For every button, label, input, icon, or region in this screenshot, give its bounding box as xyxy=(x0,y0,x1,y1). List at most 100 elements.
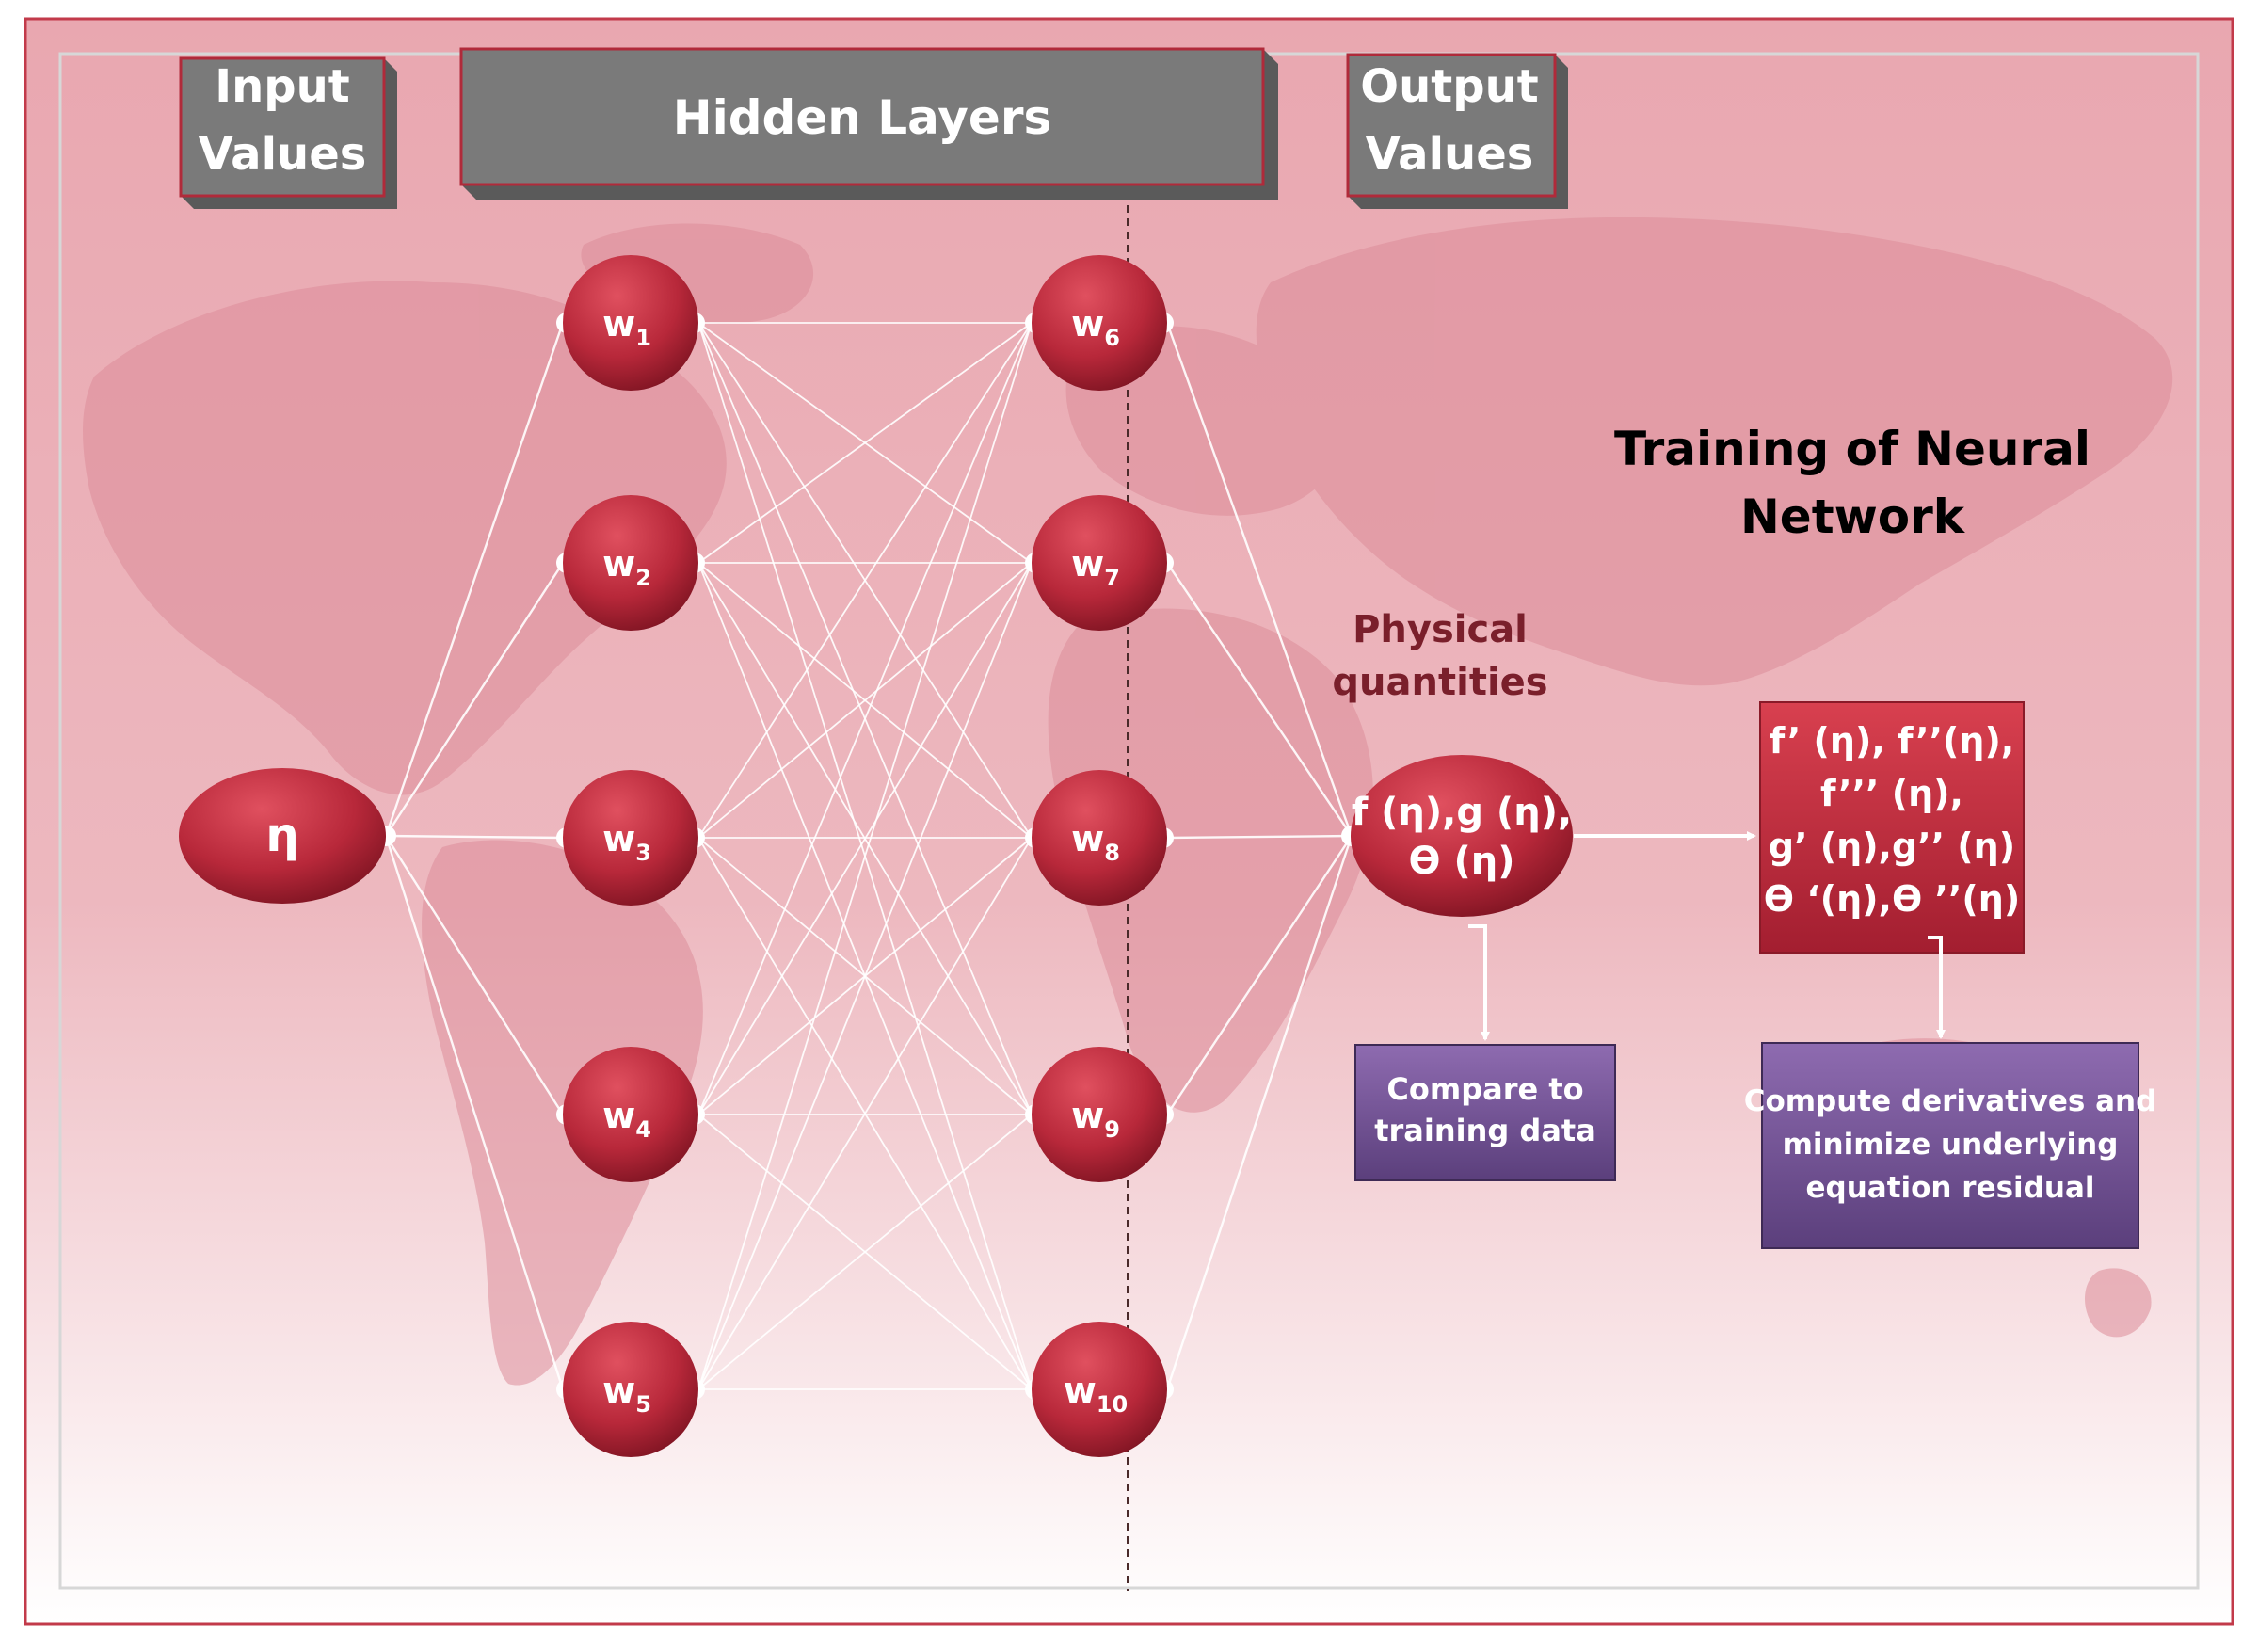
connection-w5-to-w7 xyxy=(697,562,1033,1390)
connection-w2-to-w6 xyxy=(697,322,1033,564)
hidden-node-letter: w xyxy=(1071,1095,1104,1136)
connection-w9-to-output xyxy=(1165,835,1353,1115)
header-input-line1: Input xyxy=(215,60,350,113)
header-output-line1: Output xyxy=(1360,60,1538,113)
connection-w4-to-w6 xyxy=(697,322,1033,1115)
connection-w6-to-output xyxy=(1165,322,1353,837)
hidden-node-label: w2 xyxy=(602,543,651,591)
connection-w3-to-w7 xyxy=(697,562,1033,839)
derivatives-line2: f’’’ (η), xyxy=(1820,773,1963,814)
connection-w10-to-output xyxy=(1165,835,1353,1390)
hidden-node-subscript: 9 xyxy=(1104,1116,1120,1143)
hidden-node-label: w9 xyxy=(1071,1095,1120,1143)
derivatives-box: f’ (η), f’’(η), f’’’ (η), g’ (η),g’’ (η)… xyxy=(1759,701,2025,954)
hidden-node-circle xyxy=(563,255,698,391)
hidden-node-letter: w xyxy=(602,1370,635,1411)
world-map-background xyxy=(83,217,2173,1386)
hidden-node-subscript: 1 xyxy=(635,325,651,351)
derivatives-line4: ϴ ‘(η),ϴ ’’(η) xyxy=(1764,878,2020,920)
compare-box: Compare to training data xyxy=(1354,1044,1616,1181)
hidden-node-letter: w xyxy=(602,818,635,859)
connection-w5-to-w8 xyxy=(697,837,1033,1390)
hidden-node-w9: w9 xyxy=(1032,1047,1167,1182)
training-title-line1: Training of Neural xyxy=(1614,422,2090,476)
connection-w4-to-w7 xyxy=(697,562,1033,1115)
hidden-node-circle xyxy=(563,1047,698,1182)
hidden-node-w2: w2 xyxy=(563,495,698,631)
hidden-node-subscript: 4 xyxy=(635,1116,651,1143)
header-input-values: Input Values xyxy=(179,56,397,209)
compute-line1: Compute derivatives and xyxy=(1744,1084,2157,1118)
hidden-node-w7: w7 xyxy=(1032,495,1167,631)
hidden-node-subscript: 5 xyxy=(635,1391,651,1418)
hidden-node-label: w3 xyxy=(602,818,651,866)
hidden-node-circle xyxy=(563,495,698,631)
hidden-node-circle xyxy=(563,1322,698,1457)
connection-input-to-w4 xyxy=(384,835,565,1115)
derivatives-line1: f’ (η), f’’(η), xyxy=(1770,720,2015,762)
header-hidden-layers: Hidden Layers xyxy=(459,47,1278,200)
hidden-node-subscript: 8 xyxy=(1104,840,1120,866)
connection-w5-to-w9 xyxy=(697,1114,1033,1390)
connection-w5-to-w6 xyxy=(697,322,1033,1390)
hidden-node-w10: w10 xyxy=(1032,1322,1167,1457)
header-input-line2: Values xyxy=(199,128,367,181)
hidden-node-letter: w xyxy=(1071,303,1104,345)
hidden-node-letter: w xyxy=(1064,1370,1097,1411)
hidden-node-w1: w1 xyxy=(563,255,698,391)
hidden-node-letter: w xyxy=(602,303,635,345)
compute-line2: minimize underlying xyxy=(1783,1128,2119,1162)
compare-line1: Compare to xyxy=(1386,1071,1583,1107)
hidden-node-letter: w xyxy=(1071,818,1104,859)
hidden-node-label: w4 xyxy=(602,1095,651,1143)
hidden-node-label: w7 xyxy=(1071,543,1120,591)
hidden-node-w4: w4 xyxy=(563,1047,698,1182)
hidden-node-subscript: 6 xyxy=(1104,325,1120,351)
arrow-output-to-compare xyxy=(1468,924,1490,1041)
hidden-node-circle xyxy=(1032,1322,1167,1457)
hidden-node-w3: w3 xyxy=(563,770,698,906)
hidden-node-w8: w8 xyxy=(1032,770,1167,906)
hidden-node-circle xyxy=(563,770,698,906)
compute-box: Compute derivatives and minimize underly… xyxy=(1744,1042,2157,1249)
compare-line2: training data xyxy=(1374,1113,1596,1148)
output-node-line1: f (η),g (η), xyxy=(1352,791,1572,834)
physical-label-line2: quantities xyxy=(1332,661,1547,704)
hidden-node-circle xyxy=(1032,255,1167,391)
hidden-node-label: w10 xyxy=(1064,1370,1129,1418)
hidden-node-circle xyxy=(1032,495,1167,631)
header-output-line2: Values xyxy=(1366,128,1534,181)
hidden-node-letter: w xyxy=(602,1095,635,1136)
connection-w7-to-output xyxy=(1166,562,1353,837)
arrow-derivatives-to-compute xyxy=(1928,936,1946,1039)
connection-input-to-w2 xyxy=(384,562,565,837)
hidden-node-circle xyxy=(1032,1047,1167,1182)
derivatives-line3: g’ (η),g’’ (η) xyxy=(1769,826,2015,867)
hidden-node-letter: w xyxy=(1071,543,1104,585)
compute-line3: equation residual xyxy=(1805,1171,2094,1205)
hidden-node-subscript: 7 xyxy=(1104,565,1120,591)
hidden-node-label: w5 xyxy=(602,1370,651,1418)
hidden-node-label: w1 xyxy=(602,303,651,351)
hidden-node-w5: w5 xyxy=(563,1322,698,1457)
physical-label-line1: Physical xyxy=(1353,608,1528,651)
output-node-line2: ϴ (η) xyxy=(1409,840,1515,883)
connection-input-to-w1 xyxy=(384,322,565,837)
hidden-node-label: w8 xyxy=(1071,818,1120,866)
connection-input-to-w5 xyxy=(384,835,565,1390)
training-title-line2: Network xyxy=(1740,489,1966,544)
header-output-values: Output Values xyxy=(1346,53,1568,209)
input-node-label: η xyxy=(265,808,299,862)
hidden-node-subscript: 10 xyxy=(1097,1391,1128,1418)
hidden-node-subscript: 2 xyxy=(635,565,651,591)
hidden-node-label: w6 xyxy=(1071,303,1120,351)
hidden-node-w6: w6 xyxy=(1032,255,1167,391)
connection-input-to-w3 xyxy=(385,834,564,840)
hidden-node-subscript: 3 xyxy=(635,840,651,866)
connection-w3-to-w6 xyxy=(697,322,1033,839)
connection-w8-to-output xyxy=(1166,834,1353,840)
